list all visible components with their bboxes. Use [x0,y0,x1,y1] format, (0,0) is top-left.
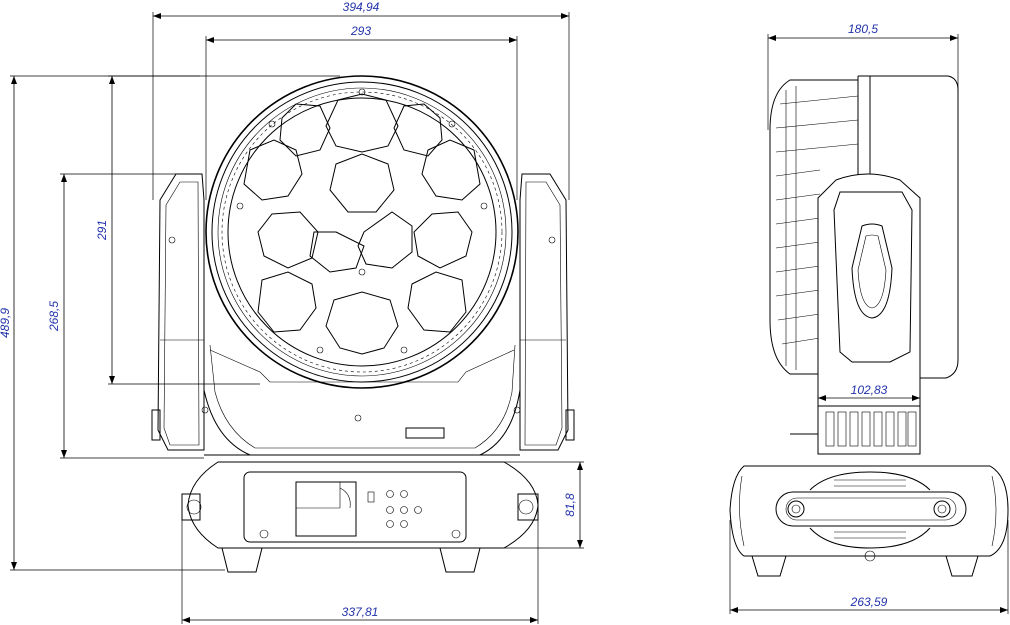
dimension-base-width: 337,81 [181,520,539,624]
dim-label-front-overall-width: 394,94 [343,0,380,14]
dim-label-yoke-height: 268,5 [47,301,61,332]
dim-label-base-height: 81,8 [563,493,577,517]
front-left-yoke-arm [151,173,209,451]
dimension-side-base-width: 263,59 [729,520,1009,614]
front-head [205,75,519,389]
dimension-front-overall-width: 394,94 [152,0,570,200]
side-base [729,465,1009,577]
front-yoke-bottom [203,344,521,456]
front-view [151,75,575,573]
dim-label-head-height: 291 [95,220,109,241]
dim-label-side-base-width: 263,59 [850,595,888,609]
dim-label-total-height: 489,9 [0,308,12,338]
dimension-head-height: 291 [95,75,260,385]
dim-label-side-depth: 180,5 [848,22,878,36]
dimension-front-head-width: 293 [205,24,518,200]
side-arm [790,173,921,455]
front-right-yoke-arm [513,173,575,451]
dim-label-side-arm-width: 102,83 [851,383,888,397]
dimension-side-arm-width: 102,83 [818,383,920,401]
dimension-total-height: 489,9 [0,75,340,571]
lens-group [243,93,481,355]
side-arm-vents [825,411,917,447]
side-view [729,75,1009,577]
dim-label-base-width: 337,81 [342,605,379,619]
side-heatsink-fins [775,86,859,370]
front-base [181,461,539,573]
dimension-base-height: 81,8 [480,461,584,549]
dimension-side-depth: 180,5 [767,22,959,130]
dim-label-front-head-width: 293 [350,24,371,38]
dimension-yoke-height: 268,5 [47,173,204,459]
side-head [769,75,959,379]
